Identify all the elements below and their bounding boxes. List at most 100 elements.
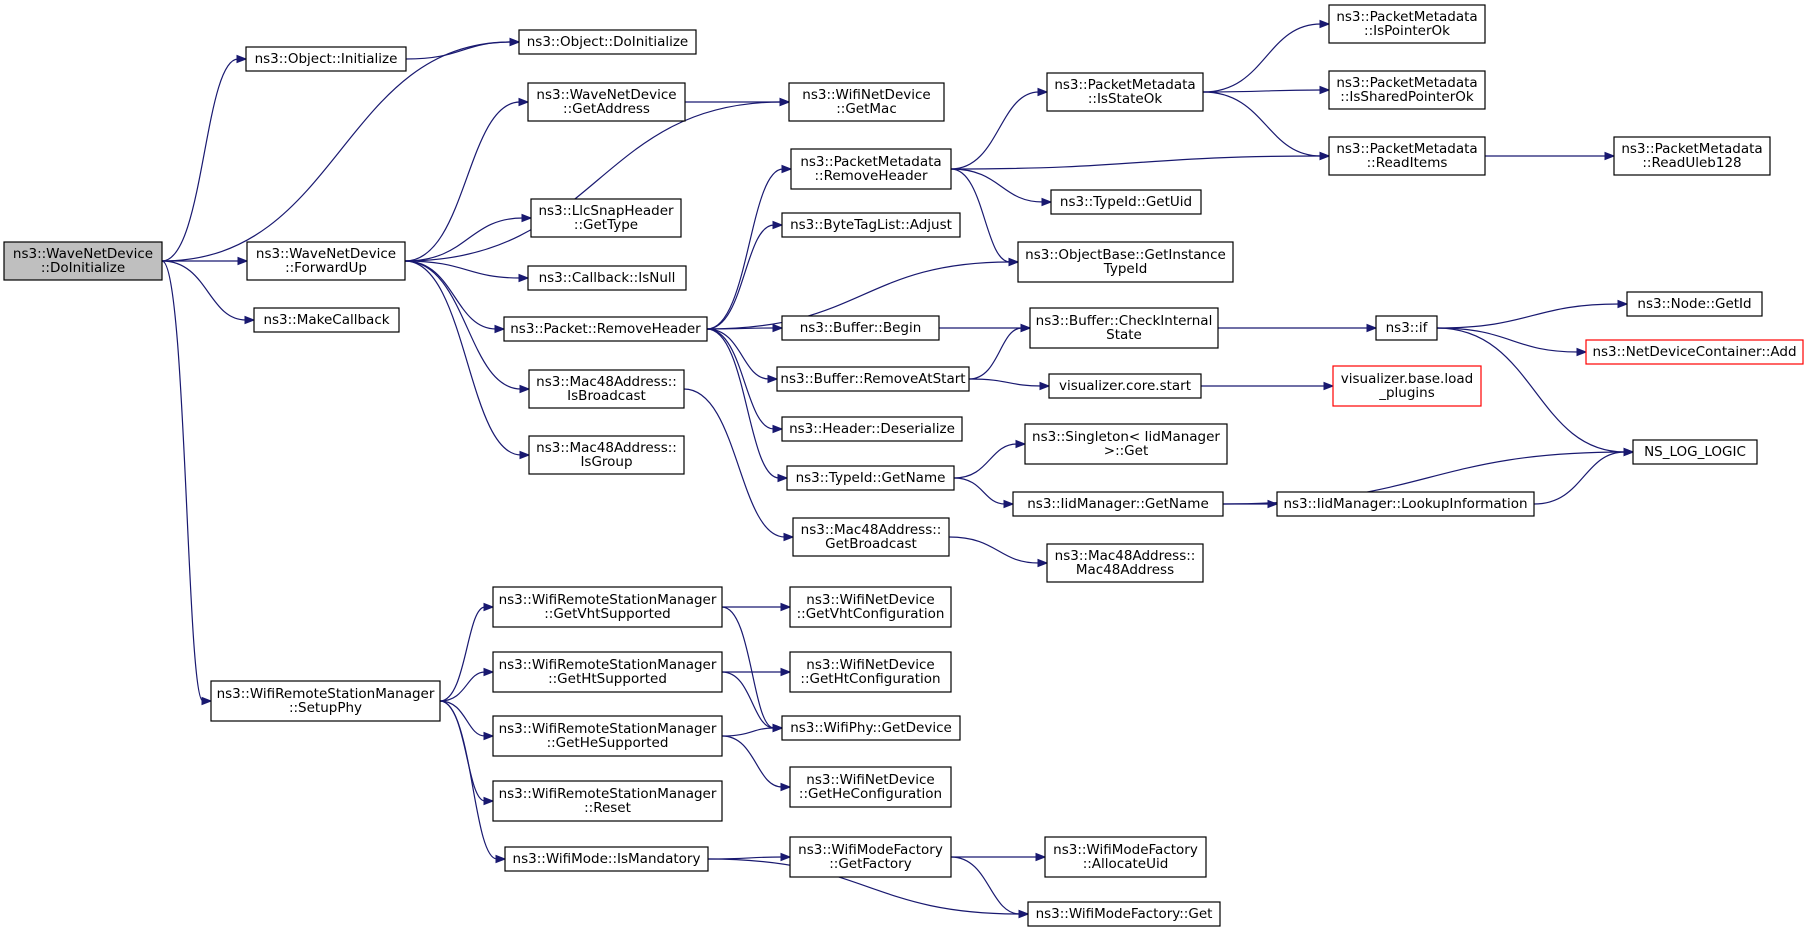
arrowhead [509, 37, 521, 47]
arrowhead [244, 315, 256, 325]
function-node[interactable]: ns3::LlcSnapHeader::GetType [530, 198, 682, 238]
node-box [1017, 241, 1234, 283]
arrowhead [519, 450, 531, 460]
function-node[interactable]: ns3::Callback::IsNull [527, 265, 687, 291]
edge-line [1533, 451, 1626, 505]
node-label: ::GetHeConfiguration [799, 786, 942, 802]
call-edge [722, 667, 792, 677]
function-node[interactable]: ns3::WaveNetDevice::ForwardUp [246, 241, 406, 281]
function-node[interactable]: ns3::NetDeviceContainer::Add [1585, 339, 1804, 365]
function-node[interactable]: ns3::Mac48Address::Mac48Address [1046, 543, 1204, 583]
node-label: ::GetFactory [829, 856, 911, 872]
node-box [1012, 491, 1224, 517]
edge-line [953, 477, 1006, 505]
function-node[interactable]: ns3::WifiRemoteStationManager::GetHeSupp… [492, 715, 723, 757]
function-node[interactable]: visualizer.core.start [1048, 373, 1202, 399]
function-node[interactable]: ns3::WifiRemoteStationManager::Reset [492, 780, 723, 822]
call-edge [404, 97, 530, 262]
function-node[interactable]: ns3::PacketMetadata::ReadUleb128 [1613, 136, 1771, 176]
function-node[interactable]: ns3::TypeId::GetUid [1050, 189, 1202, 215]
function-node[interactable]: ns3::Singleton< IidManager>::Get [1024, 423, 1228, 465]
function-node[interactable]: ns3::Buffer::Begin [781, 315, 940, 341]
node-label: ns3::Buffer::RemoveAtStart [780, 371, 965, 387]
node-label: ns3::MakeCallback [263, 312, 389, 328]
function-node[interactable]: ns3::Packet::RemoveHeader [503, 316, 708, 342]
call-edge [439, 602, 495, 702]
function-node[interactable]: ns3::MakeCallback [253, 307, 400, 333]
node-label: ns3::TypeId::GetName [796, 470, 946, 486]
arrowhead [237, 256, 249, 266]
node-label: ns3::WifiNetDevice [806, 772, 934, 788]
node-label: ns3::IidManager::LookupInformation [1283, 496, 1527, 512]
function-node[interactable]: ns3::WaveNetDevice::DoInitialize [3, 241, 163, 281]
function-node[interactable]: ns3::WifiModeFactory::Get [1027, 901, 1221, 927]
function-node[interactable]: ns3::Header::Deserialize [781, 416, 963, 442]
edge-line [950, 856, 1021, 915]
node-label: ns3::IidManager::GetName [1027, 496, 1209, 512]
function-node[interactable]: ns3::WifiModeFactory::GetFactory [789, 836, 952, 878]
node-label: State [1106, 327, 1142, 343]
node-box [1029, 307, 1219, 349]
function-node[interactable]: ns3::WifiRemoteStationManager::GetHtSupp… [492, 651, 723, 693]
arrowhead [483, 731, 495, 741]
node-box [1613, 136, 1771, 176]
function-node[interactable]: ns3::Mac48Address::IsGroup [528, 435, 685, 475]
function-node[interactable]: ns3::Mac48Address::IsBroadcast [528, 369, 685, 409]
function-node[interactable]: ns3::PacketMetadata::IsSharedPointerOk [1328, 70, 1486, 110]
function-node[interactable]: ns3::WifiModeFactory::AllocateUid [1044, 836, 1207, 878]
call-edge [404, 260, 530, 283]
call-edge [953, 477, 1015, 509]
node-box [1044, 836, 1207, 878]
edge-line [721, 671, 775, 729]
node-label: ns3::WifiNetDevice [806, 657, 934, 673]
function-node[interactable]: ns3::PacketMetadata::RemoveHeader [790, 148, 952, 190]
function-node[interactable]: ns3::IidManager::GetName [1012, 491, 1224, 517]
function-node[interactable]: ns3::Object::Initialize [245, 46, 407, 72]
node-label: ns3::PacketMetadata [1054, 77, 1195, 93]
function-node[interactable]: ns3::Buffer::RemoveAtStart [776, 366, 970, 392]
node-label: ns3::PacketMetadata [1621, 141, 1762, 157]
call-edge [948, 536, 1049, 568]
function-node[interactable]: ns3::Object::DoInitialize [518, 29, 697, 55]
node-label: ns3::TypeId::GetUid [1060, 194, 1192, 210]
call-edge [439, 700, 495, 741]
function-node[interactable]: ns3::ByteTagList::Adjust [781, 212, 961, 238]
function-node[interactable]: ns3::Mac48Address::GetBroadcast [792, 517, 950, 557]
function-node[interactable]: ns3::WifiMode::IsMandatory [504, 846, 709, 872]
function-node[interactable]: ns3::WifiRemoteStationManager::SetupPhy [210, 680, 441, 722]
edge-line [161, 58, 239, 262]
function-node[interactable]: ns3::IidManager::LookupInformation [1276, 491, 1535, 517]
arrowhead [1018, 909, 1030, 919]
function-node[interactable]: ns3::WaveNetDevice::GetAddress [527, 82, 686, 122]
call-edge [439, 700, 507, 864]
function-node[interactable]: visualizer.base.load_plugins [1332, 365, 1482, 407]
node-box [1046, 72, 1204, 112]
function-node[interactable]: ns3::PacketMetadata::ReadItems [1328, 136, 1486, 176]
function-node[interactable]: ns3::WifiNetDevice::GetMac [788, 82, 945, 122]
edge-line [707, 858, 1021, 915]
function-node[interactable]: ns3::WifiRemoteStationManager::GetVhtSup… [492, 586, 723, 628]
node-label: ::IsSharedPointerOk [1340, 89, 1474, 105]
node-label: ns3::WaveNetDevice [13, 246, 153, 262]
function-node[interactable]: NS_LOG_LOGIC [1632, 439, 1758, 465]
arrowhead [783, 532, 795, 542]
call-edge [953, 439, 1027, 479]
call-edge [1485, 151, 1616, 161]
function-node[interactable]: ns3::WifiNetDevice::GetHtConfiguration [789, 651, 952, 693]
arrowhead [518, 273, 530, 283]
function-node[interactable]: ns3::PacketMetadata::IsStateOk [1046, 72, 1204, 112]
function-node[interactable]: ns3::TypeId::GetName [786, 465, 955, 491]
arrowhead [1319, 151, 1331, 161]
arrowhead [777, 473, 789, 483]
function-node[interactable]: ns3::Node::GetId [1626, 291, 1763, 317]
node-box [503, 316, 708, 342]
function-node[interactable]: ns3::WifiPhy::GetDevice [781, 715, 961, 741]
call-edge [404, 260, 531, 460]
function-node[interactable]: ns3::WifiNetDevice::GetHeConfiguration [789, 766, 952, 808]
function-node[interactable]: ns3::if [1375, 315, 1438, 341]
function-node[interactable]: ns3::WifiNetDevice::GetVhtConfiguration [789, 586, 952, 628]
function-node[interactable]: ns3::PacketMetadata::IsPointerOk [1328, 4, 1486, 44]
arrowhead [201, 696, 213, 706]
